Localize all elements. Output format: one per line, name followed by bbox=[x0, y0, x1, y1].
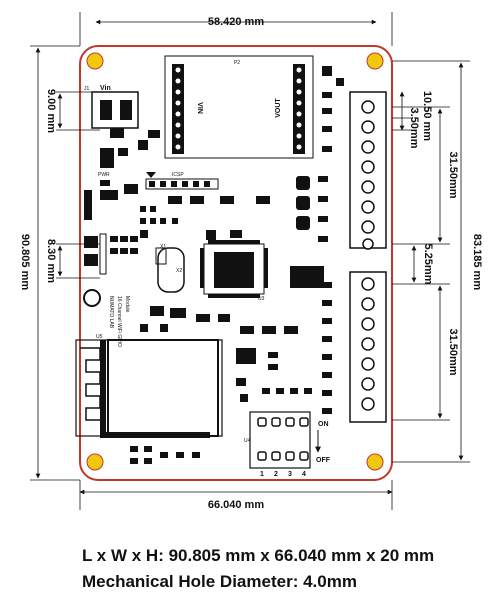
dim-left-height: 90.805 mm bbox=[19, 234, 31, 290]
u4-label: U4 bbox=[244, 438, 251, 444]
x2-crystal bbox=[157, 247, 185, 293]
u4-dip-switch bbox=[249, 411, 311, 469]
mount-hole-top-right bbox=[366, 52, 384, 70]
dip-1-label: 1 bbox=[260, 471, 264, 478]
dip-on-label: ON bbox=[318, 421, 329, 428]
dim-right-pitch: 10.50 mm bbox=[421, 91, 433, 141]
p2-label: P2 bbox=[234, 60, 240, 66]
numato-logo bbox=[83, 289, 101, 307]
u5-label: U5 bbox=[96, 334, 103, 340]
dim-right-total: 83.185 mm bbox=[471, 234, 483, 290]
brand-label-1: NUMATO LAB bbox=[108, 296, 114, 329]
caption-dimensions: L x W x H: 90.805 mm x 66.040 mm x 20 mm bbox=[82, 546, 435, 565]
p2-vin-label: VIN bbox=[196, 102, 203, 114]
x1-crystal bbox=[155, 247, 167, 265]
dip-2-label: 2 bbox=[274, 471, 278, 478]
mount-hole-bottom-left bbox=[86, 453, 104, 471]
dim-right-lower-span: 31.50mm bbox=[447, 328, 459, 375]
dim-right-small: 3.50mm bbox=[408, 108, 420, 149]
x1-label: X1 bbox=[160, 244, 166, 250]
dim-bottom-width: 66.040 mm bbox=[208, 499, 264, 511]
terminal-block-lower bbox=[349, 271, 387, 423]
dim-right-upper-span: 31.50mm bbox=[447, 151, 459, 198]
pwr-label: PWR bbox=[98, 172, 110, 178]
x2-label: X2 bbox=[176, 268, 182, 274]
brand-label-3: Module bbox=[124, 296, 130, 313]
dip-4-label: 4 bbox=[302, 471, 306, 478]
dim-top-width: 58.420 mm bbox=[208, 16, 264, 28]
icsp-label: ICSP bbox=[172, 172, 184, 178]
dip-off-label: OFF bbox=[316, 457, 331, 464]
dip-3-label: 3 bbox=[288, 471, 292, 478]
u3-label: U3 bbox=[258, 296, 265, 302]
icsp-header bbox=[145, 178, 219, 190]
caption-hole-diameter: Mechanical Hole Diameter: 4.0mm bbox=[82, 572, 357, 591]
p2-vout-header bbox=[293, 64, 305, 154]
p2-module-outline bbox=[164, 55, 314, 159]
p2-vout-label: VOUT bbox=[275, 98, 282, 118]
j1-label: J1 bbox=[84, 86, 90, 92]
dim-left-small: 9.00 mm bbox=[45, 89, 57, 133]
mount-hole-top-left bbox=[86, 52, 104, 70]
brand-label-2: 16 Channel WiFi GPIO bbox=[116, 296, 122, 347]
dim-left-mid: 8.30 mm bbox=[45, 239, 57, 283]
vin-header-label: Vin bbox=[100, 85, 111, 92]
mount-hole-bottom-right bbox=[366, 453, 384, 471]
p2-vin-header bbox=[172, 64, 184, 154]
dim-right-gap: 5.25mm bbox=[422, 244, 434, 285]
